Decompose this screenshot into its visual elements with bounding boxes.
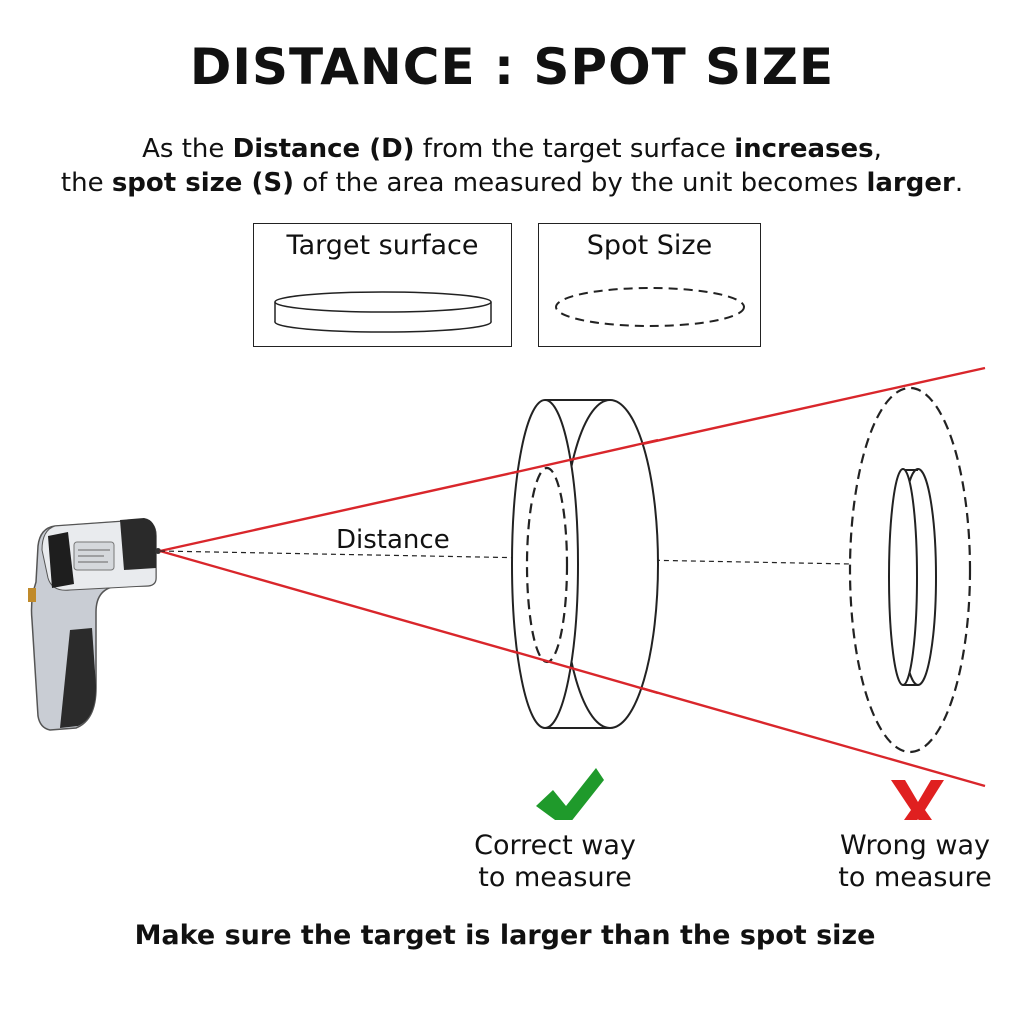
legend-spot-size: Spot Size	[538, 223, 761, 347]
intro-line1-text-3: ,	[873, 134, 882, 164]
check-mark-icon	[536, 768, 604, 820]
intro-line1-bold-distance: Distance (D)	[232, 134, 415, 164]
intro-line2-text-1: the	[60, 168, 112, 198]
spot-size-icon	[555, 287, 745, 327]
correct-target-disk	[511, 399, 659, 729]
intro-line-2: the spot size (S) of the area measured b…	[0, 166, 1024, 200]
intro-line2-bold-larger: larger	[866, 168, 955, 198]
footer-note: Make sure the target is larger than the …	[134, 920, 876, 951]
thermometer-gun-icon	[28, 518, 161, 731]
intro-line-1: As the Distance (D) from the target surf…	[0, 132, 1024, 166]
target-surface-icon	[274, 291, 492, 333]
caption-wrong: Wrong way to measure	[825, 830, 1005, 894]
distance-spot-diagram	[28, 366, 986, 820]
intro-line2-text-2: of the area measured by the unit becomes	[293, 168, 867, 198]
legend-spot-label: Spot Size	[586, 230, 713, 261]
legend-target-label: Target surface	[286, 230, 479, 261]
wrong-target-disk	[888, 468, 918, 686]
caption-wrong-line1: Wrong way	[840, 830, 990, 861]
legend-target-surface: Target surface	[253, 223, 512, 347]
intro-line2-text-3: .	[954, 168, 964, 198]
caption-correct: Correct way to measure	[455, 830, 655, 894]
caption-correct-line1: Correct way	[474, 830, 636, 861]
intro-line1-text-2: from the target surface	[414, 134, 735, 164]
caption-correct-line2: to measure	[478, 862, 632, 893]
page-title: DISTANCE : SPOT SIZE	[189, 38, 835, 96]
intro-line2-bold-spot-size: spot size (S)	[111, 168, 294, 198]
intro-line1-text-1: As the	[142, 134, 233, 164]
cross-mark-icon	[891, 780, 944, 820]
wrong-target-group	[848, 386, 972, 754]
intro-line1-bold-increases: increases	[734, 134, 874, 164]
caption-wrong-line2: to measure	[838, 862, 992, 893]
intro-text: As the Distance (D) from the target surf…	[0, 132, 1024, 200]
distance-label: Distance	[336, 525, 450, 555]
